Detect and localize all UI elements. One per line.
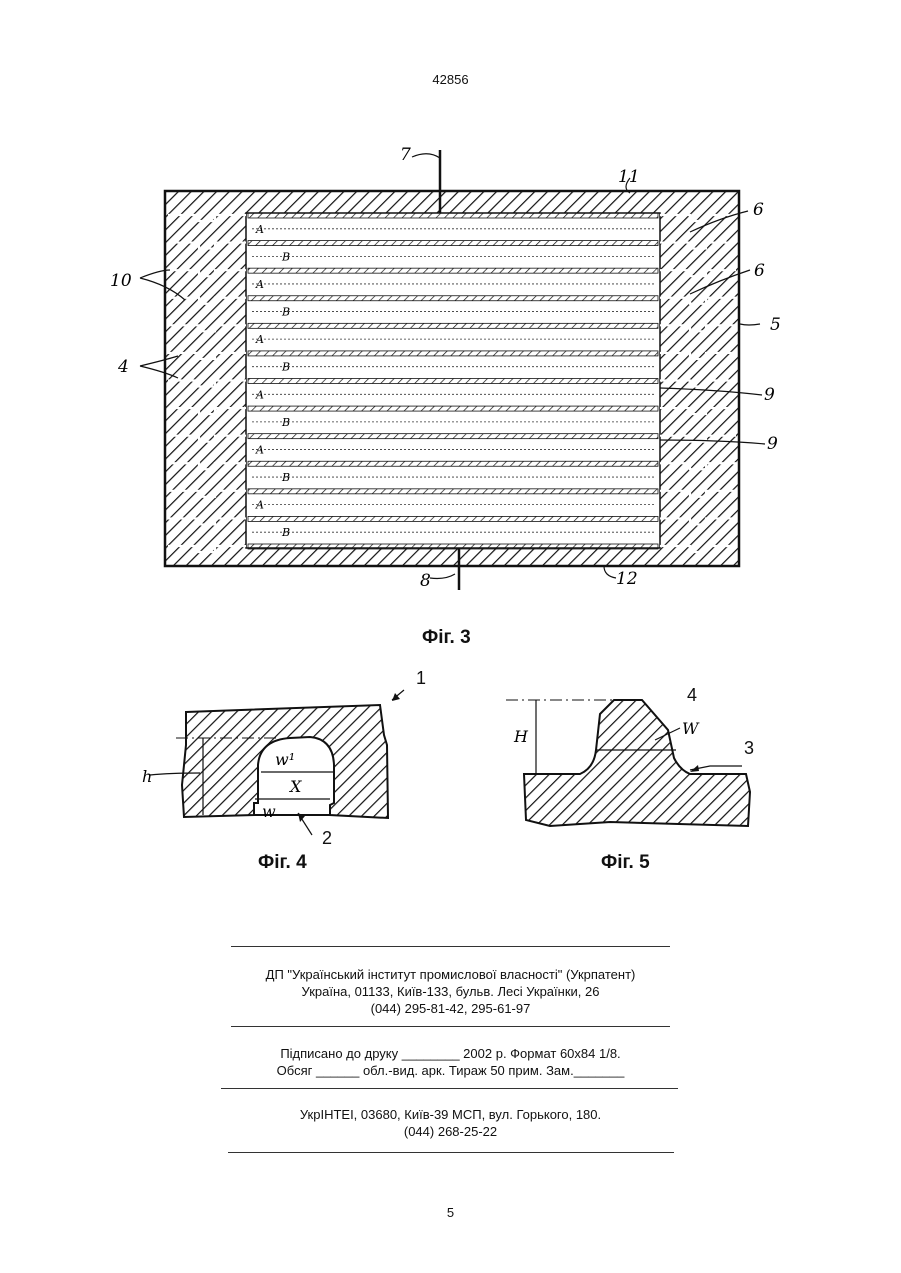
fig5-label-4: 4 xyxy=(687,685,697,706)
layer-label: A xyxy=(255,278,264,291)
electrode-plate xyxy=(248,516,658,521)
fig4-label-2: 2 xyxy=(322,828,332,849)
electrode-plate xyxy=(248,213,658,218)
imprint-org: ДП "Український інститут промислової вла… xyxy=(0,966,901,983)
fig3-label-6b: 6 xyxy=(754,261,765,281)
fig3-label-6a: 6 xyxy=(753,200,764,220)
electrode-plate xyxy=(248,241,658,246)
imprint-print-2: Обсяг ______ обл.-вид. арк. Тираж 50 при… xyxy=(0,1062,901,1079)
page-number: 5 xyxy=(0,1205,901,1220)
layer-label: B xyxy=(281,250,290,263)
fig3-label-9b: 9 xyxy=(767,434,778,454)
fig5-label-H: H xyxy=(513,727,529,746)
electrode-plate xyxy=(248,461,658,466)
fig5-label-3: 3 xyxy=(744,738,754,759)
layer-label: A xyxy=(255,499,264,512)
fig4-label-h: h xyxy=(142,767,152,786)
layer-label: B xyxy=(281,416,290,429)
fig3-label-8: 8 xyxy=(420,571,431,591)
fig3-label-12: 12 xyxy=(616,569,638,589)
divider xyxy=(228,1152,674,1153)
layer-label: A xyxy=(255,443,264,456)
fig3-label-9a: 9 xyxy=(764,385,775,405)
fig4-label-1: 1 xyxy=(416,668,426,689)
electrode-plate xyxy=(248,351,658,356)
divider xyxy=(221,1088,678,1089)
figure-5-drawing: H W xyxy=(490,680,780,835)
imprint-publisher: УкрІНТЕІ, 03680, Київ-39 МСП, вул. Горьк… xyxy=(0,1106,901,1123)
layer-label: B xyxy=(281,361,290,374)
electrode-plate xyxy=(248,268,658,273)
fig3-label-5: 5 xyxy=(770,315,781,335)
electrode-plate xyxy=(248,406,658,411)
imprint-print-1: Підписано до друку ________ 2002 р. Форм… xyxy=(0,1045,901,1062)
layer-label: B xyxy=(281,526,290,539)
fig3-label-7: 7 xyxy=(400,145,411,165)
figure-4-drawing: h w¹ X w xyxy=(130,665,430,850)
divider xyxy=(231,946,670,947)
layer-label: A xyxy=(255,223,264,236)
layer-label: B xyxy=(281,471,290,484)
electrode-plate xyxy=(248,379,658,384)
figure-4-caption: Фіг. 4 xyxy=(258,852,307,874)
electrode-plate xyxy=(248,323,658,328)
imprint-address: Україна, 01133, Київ-133, бульв. Лесі Ук… xyxy=(0,983,901,1000)
fig3-label-11: 11 xyxy=(618,167,640,187)
fig4-label-w: w xyxy=(262,802,276,821)
fig4-label-x: X xyxy=(288,777,302,796)
figure-3-drawing: 7 11 6 6 5 9 9 10 4 8 12 A B A B A B A B A B A B xyxy=(0,0,901,660)
fig3-label-10: 10 xyxy=(110,271,132,291)
layer-label: A xyxy=(255,388,264,401)
layer-label: B xyxy=(281,306,290,319)
electrode-plate xyxy=(248,434,658,439)
divider xyxy=(231,1026,670,1027)
imprint-phone: (044) 295-81-42, 295-61-97 xyxy=(0,1000,901,1017)
electrode-plate xyxy=(248,489,658,494)
imprint-publisher-phone: (044) 268-25-22 xyxy=(0,1123,901,1140)
fig5-label-W: W xyxy=(682,719,700,738)
layer-label: A xyxy=(255,333,264,346)
figure-3-caption: Фіг. 3 xyxy=(422,627,471,649)
electrode-plate xyxy=(248,296,658,301)
fig4-label-w1: w¹ xyxy=(275,750,295,769)
figure-5-caption: Фіг. 5 xyxy=(601,852,650,874)
fig3-label-4: 4 xyxy=(117,357,129,377)
electrode-plate xyxy=(248,544,658,549)
